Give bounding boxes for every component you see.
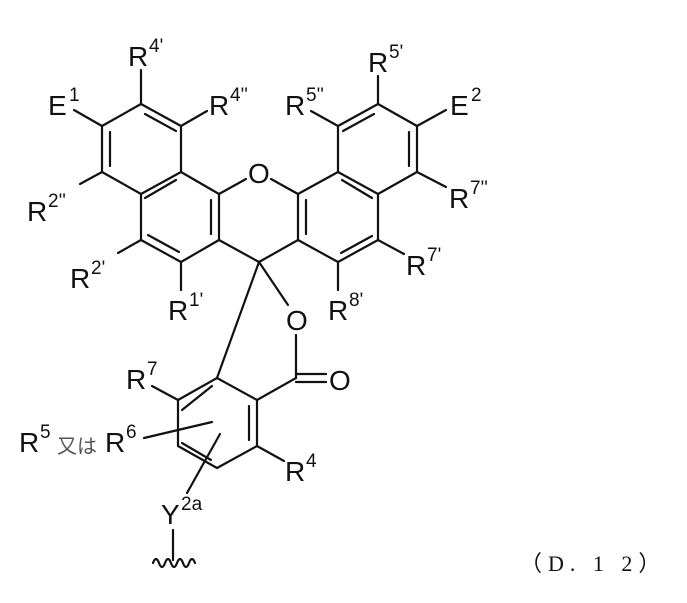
svg-text:Y: Y	[161, 499, 180, 530]
svg-text:1: 1	[69, 85, 80, 106]
svg-text:R: R	[285, 90, 305, 121]
ester-oxygen-label: O	[286, 305, 308, 336]
svg-text:R: R	[128, 41, 148, 72]
svg-text:R: R	[70, 263, 90, 294]
svg-text:5: 5	[40, 422, 51, 443]
carbonyl-oxygen-label: O	[329, 365, 351, 396]
svg-text:R: R	[406, 250, 426, 281]
svg-text:4': 4'	[149, 36, 163, 57]
svg-text:R: R	[328, 295, 348, 326]
svg-text:E: E	[48, 90, 67, 121]
svg-text:7': 7'	[427, 245, 441, 266]
svg-text:6: 6	[126, 422, 137, 443]
svg-text:2a: 2a	[181, 494, 203, 515]
label-R5-or-R6: R 5 又は R 6	[19, 422, 137, 458]
svg-text:R: R	[105, 427, 125, 458]
svg-text:E: E	[450, 90, 469, 121]
svg-text:7: 7	[147, 359, 158, 380]
svg-text:2: 2	[471, 85, 482, 106]
ring-oxygen-label: O	[248, 158, 270, 189]
svg-text:R: R	[209, 90, 229, 121]
svg-text:R: R	[449, 183, 469, 214]
svg-text:R: R	[368, 47, 388, 78]
bonds	[72, 68, 448, 569]
svg-text:R: R	[126, 364, 146, 395]
svg-text:2': 2'	[91, 258, 105, 279]
svg-text:又は: 又は	[57, 434, 97, 458]
svg-text:1': 1'	[189, 290, 203, 311]
svg-text:R: R	[168, 295, 188, 326]
svg-text:R: R	[27, 196, 47, 227]
figure-caption: （D. 1 2）	[520, 551, 666, 576]
svg-text:4: 4	[306, 451, 317, 472]
svg-text:R: R	[19, 427, 39, 458]
svg-text:7'': 7''	[470, 178, 488, 199]
svg-text:5'': 5''	[306, 85, 324, 106]
svg-text:R: R	[285, 456, 305, 487]
svg-text:5': 5'	[389, 42, 403, 63]
svg-text:4'': 4''	[230, 85, 248, 106]
svg-text:2'': 2''	[48, 191, 66, 212]
svg-text:8': 8'	[349, 290, 363, 311]
